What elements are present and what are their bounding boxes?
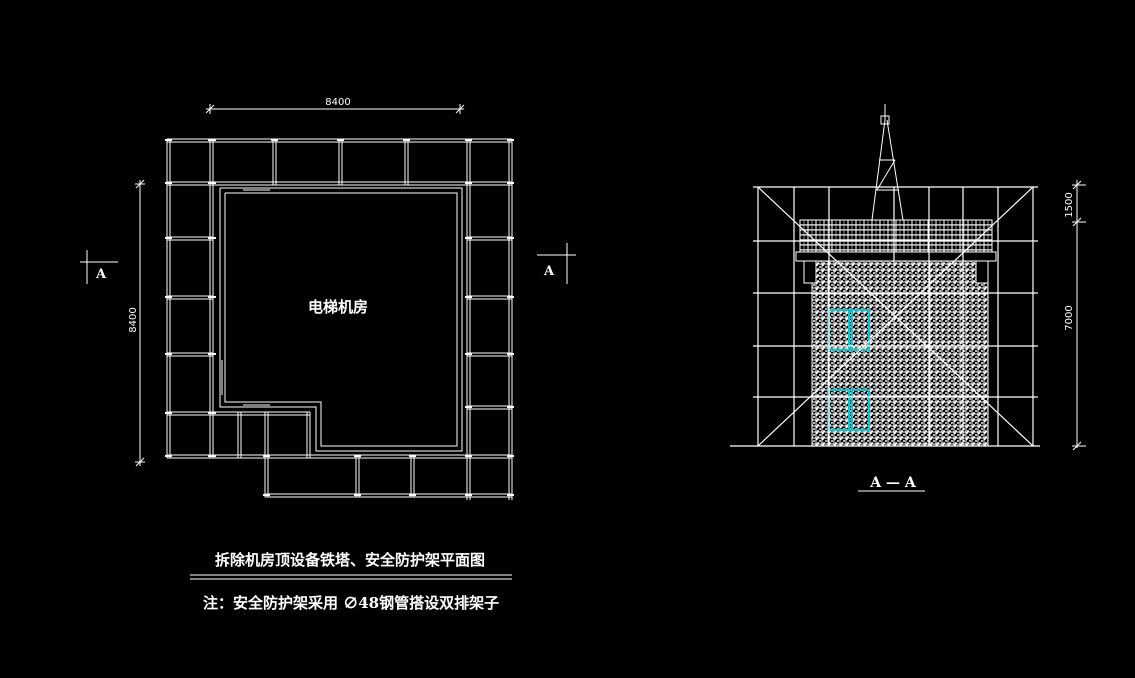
elevation-roof-tiles [799,219,993,257]
elevation-corner-right [975,260,989,284]
plan-dim-top-text: 8400 [325,97,350,108]
elevation-corner-left [803,260,817,284]
plan-dim-left [135,179,145,467]
elevation-building-wall [811,259,989,447]
elevation-roof-eave [795,251,997,262]
elevation-dim-height-text: 7000 [1064,305,1075,330]
plan-post-markers [165,139,514,496]
elevation-view: 1500 7000 A — A [730,104,1086,492]
elevation-dim-right [1072,180,1086,451]
plan-room-walls [219,187,463,452]
drawing-note: 注：安全防护架采用 ∅48钢管搭设双排架子 [203,594,499,612]
elevation-scaffold [730,186,1040,447]
section-marker-right-label: A [543,264,555,279]
section-marker-left-label: A [95,267,107,282]
section-title: A — A [869,475,917,491]
plan-view: 电梯机房 8400 8400 A A [80,97,576,500]
section-marker-left [80,250,118,284]
plan-dim-top [205,104,465,114]
drawing-title: 拆除机房顶设备铁塔、安全防护架平面图 [215,551,485,569]
elevation-dim-roof-text: 1500 [1064,192,1075,217]
plan-dim-left-text: 8400 [128,307,139,332]
plan-scaffold-posts [167,139,512,497]
section-marker-right [537,243,576,284]
elevation-iron-tower [871,104,904,221]
plan-room-label: 电梯机房 [308,298,368,316]
